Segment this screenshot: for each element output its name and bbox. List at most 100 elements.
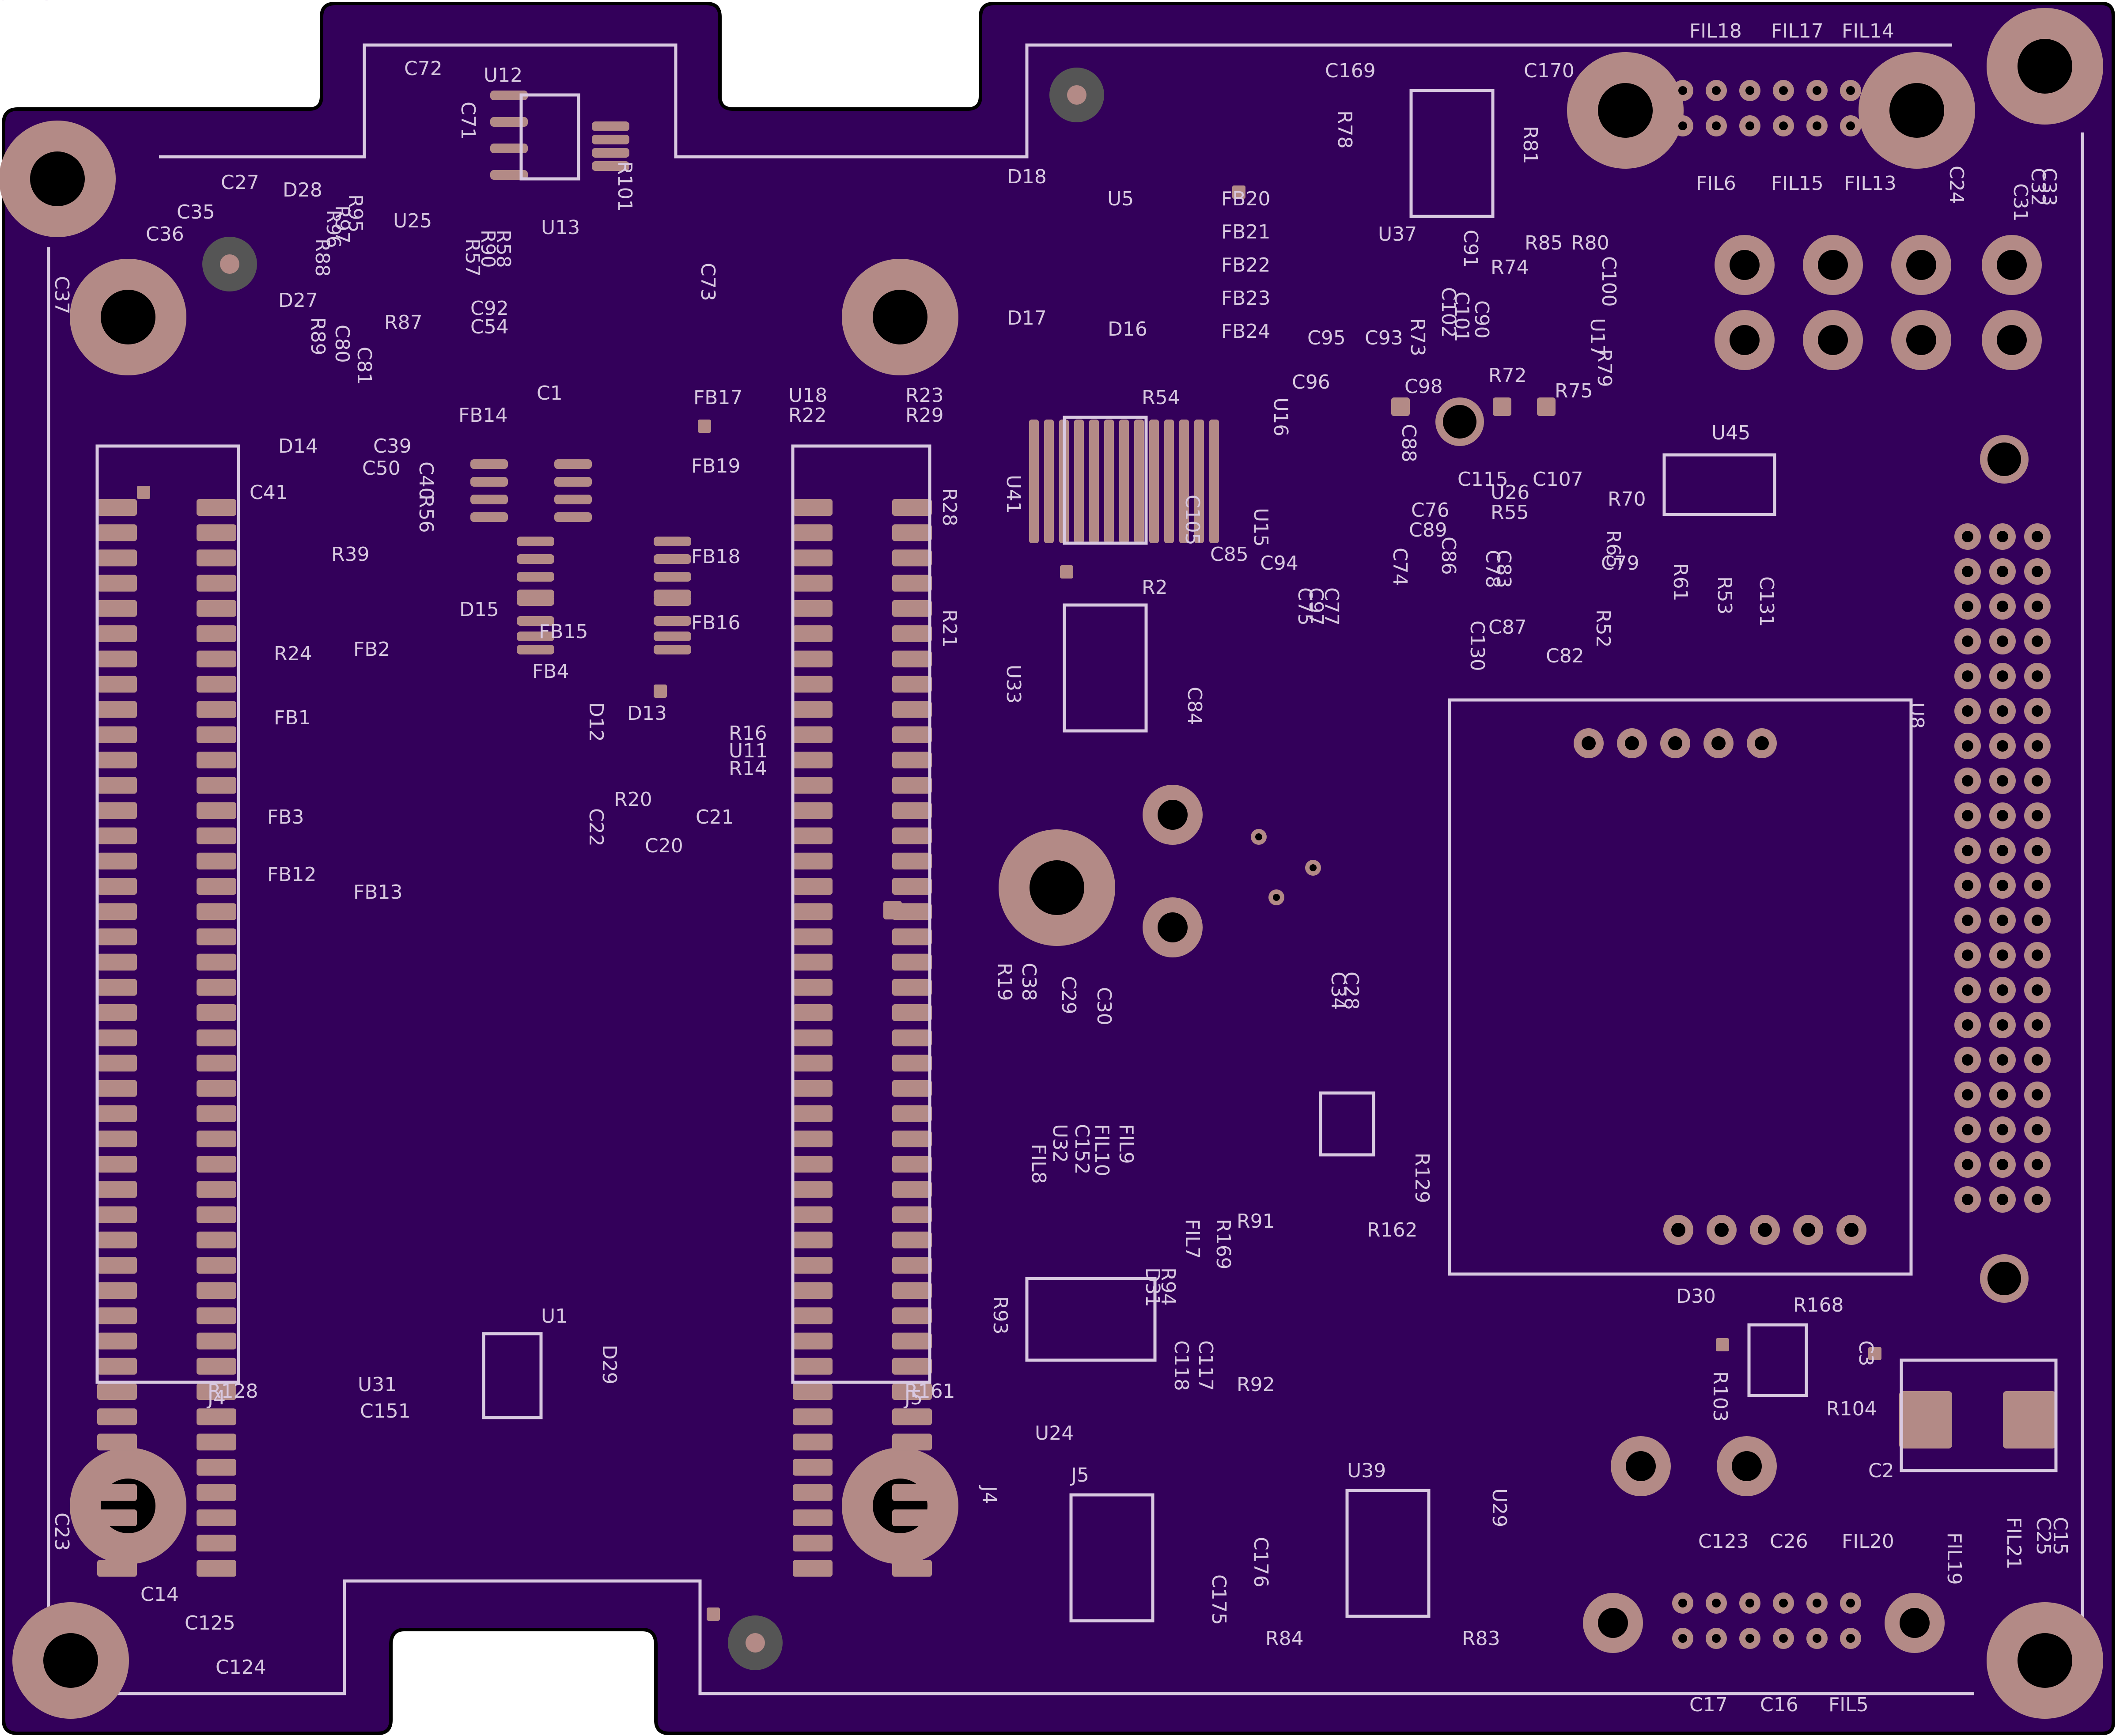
connector-j4-pad <box>97 1080 137 1097</box>
via-drill <box>1818 250 1848 280</box>
silk-label: C39 <box>373 435 412 458</box>
silk-label: FB2 <box>353 638 390 661</box>
connector-j5-pad <box>892 953 932 971</box>
connector-j4-pad <box>97 1105 137 1122</box>
connector-j5-pad <box>892 903 932 920</box>
filter-pin-drill <box>1712 121 1721 130</box>
connector-j5-pad <box>793 625 833 642</box>
ic-pin-strip <box>1074 420 1084 543</box>
connector-j4-pad <box>197 1332 236 1350</box>
header-pin-drill <box>2032 1124 2043 1135</box>
header-pin-drill <box>2032 705 2043 717</box>
silk-label: C72 <box>404 57 443 80</box>
chip-pad <box>592 161 629 171</box>
connector-j4-pad <box>97 979 137 996</box>
connector-j5-pad <box>793 928 833 946</box>
connector-j4-pad <box>97 1433 137 1451</box>
header-pin-drill <box>1962 1054 1973 1066</box>
connector-j5-pad <box>793 1282 833 1299</box>
header-pin-drill <box>2032 775 2043 787</box>
header-pin-drill <box>1962 1124 1973 1135</box>
connector-j5-pad <box>892 524 932 541</box>
passive-pad <box>1716 1338 1729 1351</box>
silk-label: U26 <box>1491 481 1529 504</box>
silk-label: C31 <box>2009 183 2032 222</box>
chip-pad <box>517 537 554 546</box>
silk-label: U39 <box>1347 1460 1386 1482</box>
connector-j4-pad <box>97 1560 137 1577</box>
silk-label: FB3 <box>267 806 304 828</box>
connector-j5-pad <box>892 1383 932 1400</box>
silk-label: D28 <box>283 179 322 201</box>
connector-j4-pad <box>197 1484 236 1501</box>
silk-label: C15 <box>2049 1517 2071 1555</box>
filter-pin-drill <box>1779 86 1788 95</box>
silk-label: C94 <box>1260 552 1298 575</box>
silk-label: C151 <box>360 1400 411 1422</box>
silk-label: R92 <box>1237 1373 1275 1396</box>
filter-pin-drill <box>1678 1599 1687 1607</box>
header-pin-drill <box>2032 984 2043 996</box>
silk-label: C36 <box>146 223 184 246</box>
connector-j4-pad <box>197 625 236 642</box>
silk-label: FIL22 <box>0 0 53 5</box>
silk-label: FB1 <box>274 707 311 729</box>
connector-j4-pad <box>97 1383 137 1400</box>
silk-label: C87 <box>1488 616 1527 639</box>
silk-label: C22 <box>585 808 607 847</box>
ic-pin-strip <box>1104 420 1114 543</box>
filter-pin-drill <box>1779 1634 1788 1643</box>
connector-j5-pad <box>793 979 833 996</box>
connector-j4-pad <box>97 802 137 819</box>
silk-label: R101 <box>613 161 636 212</box>
test-point-drill <box>1310 864 1317 871</box>
silk-label: R55 <box>1491 501 1529 524</box>
silk-label: R19 <box>993 963 1016 1001</box>
silk-label: FIL21 <box>2002 1517 2025 1570</box>
connector-j4-pad <box>197 701 236 718</box>
filter-pin-drill <box>1678 1634 1687 1643</box>
silk-label: C26 <box>1770 1530 1808 1553</box>
ic-pin-strip <box>1209 420 1219 543</box>
header-pin-drill <box>2032 949 2043 961</box>
silk-label: R16 <box>729 722 767 745</box>
silk-label: U17 <box>1586 318 1609 357</box>
silk-label: R87 <box>384 311 423 334</box>
connector-j4-pad <box>197 1257 236 1274</box>
silkscreen-outline <box>47 43 2084 1695</box>
connector-j4-pad <box>97 600 137 617</box>
silk-label: U29 <box>1488 1488 1510 1527</box>
silk-label: R29 <box>905 404 944 427</box>
connector-j4-pad <box>197 903 236 920</box>
connector-j5-pad <box>793 1257 833 1274</box>
filter-pin-drill <box>1846 121 1855 130</box>
small-hole-drill <box>1987 443 2021 476</box>
fiducial-center <box>1067 85 1086 105</box>
silk-label: U41 <box>1002 475 1025 514</box>
header-pin-drill <box>1997 1089 2008 1101</box>
silk-label: C95 <box>1307 327 1346 349</box>
connector-j4-pad <box>197 1383 236 1400</box>
silk-label: R54 <box>1142 386 1180 409</box>
ic-pin-strip <box>1194 420 1204 543</box>
header-pin-drill <box>2032 915 2043 926</box>
connector-j5-pad <box>892 1484 932 1501</box>
connector-j4-pad <box>197 878 236 895</box>
connector-j5-pad <box>793 1509 833 1526</box>
chip-pad <box>592 148 629 158</box>
silk-label: FB17 <box>693 386 742 409</box>
connector-j5-pad <box>793 726 833 743</box>
connector-j4-pad <box>197 726 236 743</box>
module-pin-drill <box>1758 1223 1772 1237</box>
connector-j5-pad <box>892 575 932 592</box>
silk-label: C107 <box>1533 468 1583 491</box>
connector-j5-pad <box>892 549 932 567</box>
silk-label: C131 <box>1755 576 1778 627</box>
connector-j4-pad <box>97 549 137 567</box>
header-pin-drill <box>1997 705 2008 717</box>
silk-label: C98 <box>1404 375 1443 398</box>
connector-j5-pad <box>793 827 833 844</box>
silk-label: C25 <box>2032 1517 2055 1555</box>
connector-j5-pad <box>793 1358 833 1375</box>
connector-j5-pad <box>793 1484 833 1501</box>
